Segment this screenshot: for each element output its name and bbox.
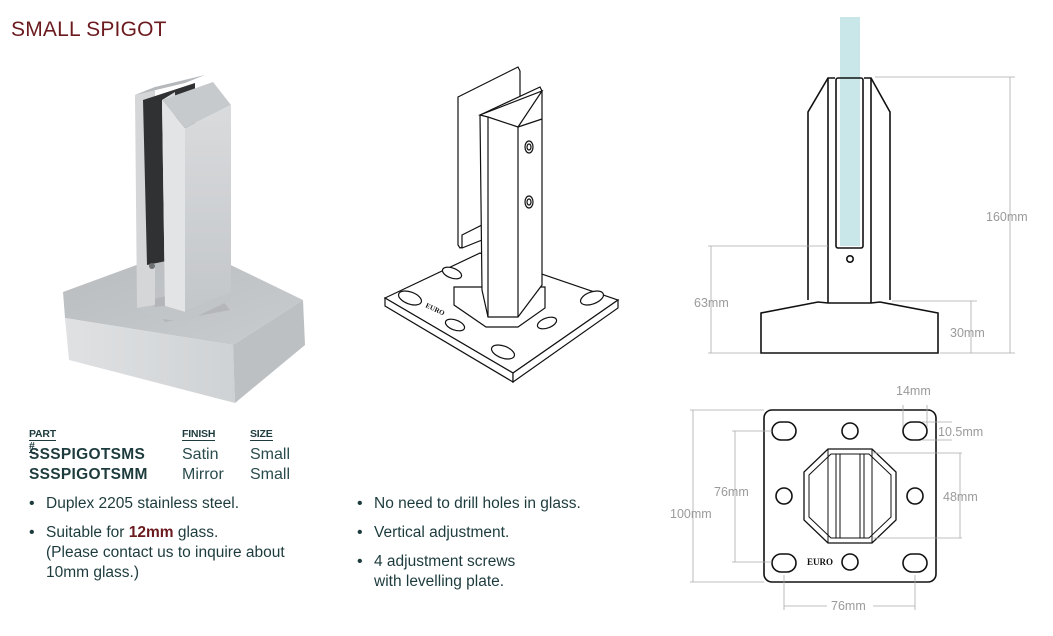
plan-view-drawing: EURO 100mm 76mm 76mm 48mm 14mm 10.5mm [670, 384, 983, 613]
base-plate-right-face [233, 300, 305, 403]
round-hole [775, 487, 793, 505]
slot-hole [771, 553, 797, 573]
round-hole [841, 422, 859, 440]
header-finish: FINISH [182, 428, 216, 441]
mounting-hole [579, 290, 605, 306]
mounting-hole [536, 316, 558, 330]
feature-item: Duplex 2205 stainless steel. [29, 494, 359, 514]
round-hole [841, 553, 859, 571]
feature-item: No need to drill holes in glass. [357, 494, 647, 514]
dimension-slot-width: 10.5mm [938, 425, 983, 439]
mounting-hole [444, 318, 466, 332]
dimension-base-height: 30mm [950, 326, 985, 340]
feature-item: Suitable for 12mm glass. (Please contact… [29, 523, 359, 583]
size-value: Small [250, 446, 291, 463]
dimension-slot-length: 14mm [896, 384, 931, 398]
features-list-left: Duplex 2205 stainless steel. Suitable fo… [29, 494, 359, 592]
adjustment-screw [149, 263, 155, 269]
clamp-octagon [803, 448, 897, 544]
dimension-clamp-width: 48mm [943, 490, 978, 504]
dimension-clamp-height: 63mm [694, 296, 729, 310]
header-part-number: PART # [29, 428, 57, 453]
slot-hole [902, 421, 928, 441]
round-hole [906, 487, 924, 505]
dimension-plate-width: 100mm [670, 507, 712, 521]
clamp-front-bevel [162, 82, 231, 128]
clamp-front-face [185, 105, 231, 312]
mounting-hole [441, 266, 463, 280]
adjustment-screw [846, 255, 855, 264]
slot-hole [771, 421, 797, 441]
feature-item: Vertical adjustment. [357, 523, 647, 543]
finish-value: Satin [182, 446, 219, 463]
side-elevation-drawing: 160mm 63mm 30mm [694, 17, 1028, 354]
mounting-hole [397, 290, 423, 306]
base-plate [763, 409, 937, 583]
dimension-hole-spacing-horizontal: 76mm [831, 599, 866, 613]
base-plate-left-face [65, 318, 235, 403]
base-plate [760, 301, 939, 354]
glass-panel [840, 17, 860, 246]
mounting-hole [490, 344, 516, 360]
part-number: SSSPIGOTSMM [29, 466, 148, 483]
dimension-hole-spacing-vertical: 76mm [714, 485, 749, 499]
dimension-total-height: 160mm [986, 210, 1028, 224]
glass-thickness-highlight: 12mm [128, 524, 174, 541]
header-size: SIZE [250, 428, 273, 441]
isometric-drawing: EURO [383, 66, 620, 384]
finish-value: Mirror [182, 466, 224, 483]
size-value: Small [250, 466, 291, 483]
part-number: SSSPIGOTSMS [29, 446, 146, 463]
page-title: SMALL SPIGOT [11, 18, 167, 41]
product-render-image [63, 75, 305, 403]
features-list-right: No need to drill holes in glass. Vertica… [357, 494, 647, 601]
slot-hole [902, 553, 928, 573]
euro-logo: EURO [807, 557, 833, 567]
